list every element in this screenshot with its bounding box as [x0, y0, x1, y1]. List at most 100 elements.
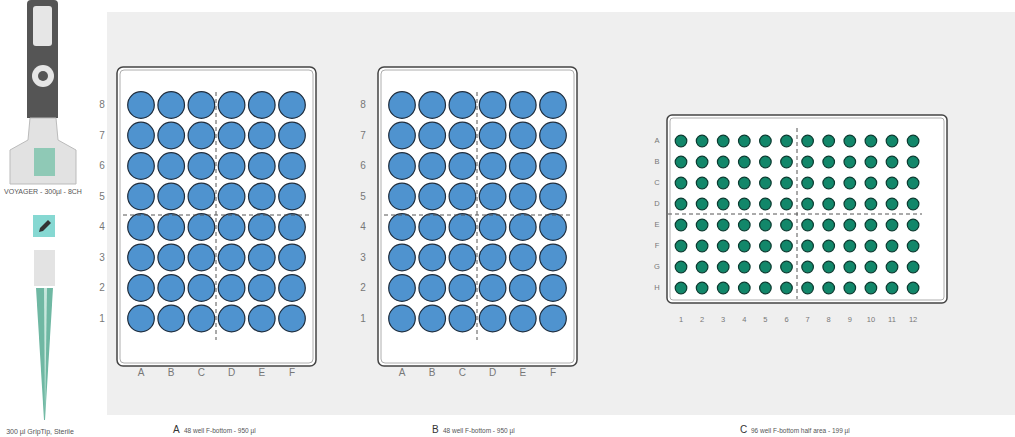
well — [823, 240, 835, 252]
tip-collar — [34, 250, 55, 286]
plate-outline — [117, 67, 316, 366]
plate-letter: B — [432, 425, 439, 435]
column-label: B — [429, 368, 436, 378]
row-label: 2 — [360, 283, 366, 293]
well — [844, 261, 856, 273]
well — [696, 135, 708, 147]
pipette-window — [34, 148, 55, 176]
well — [781, 177, 793, 189]
well — [717, 177, 729, 189]
well — [540, 183, 567, 210]
well — [218, 305, 245, 332]
plate-b — [378, 67, 577, 366]
well — [907, 219, 919, 231]
well — [389, 244, 416, 271]
well — [886, 156, 898, 168]
well — [510, 92, 537, 119]
well — [886, 261, 898, 273]
well — [419, 275, 446, 302]
well — [675, 198, 687, 210]
row-label: C — [654, 179, 659, 187]
well — [158, 183, 185, 210]
well — [739, 177, 751, 189]
well — [802, 219, 814, 231]
well — [158, 214, 185, 241]
well — [760, 135, 772, 147]
well — [510, 122, 537, 149]
well — [760, 219, 772, 231]
well — [886, 177, 898, 189]
column-label: C — [459, 368, 466, 378]
well — [540, 153, 567, 180]
column-label: F — [289, 368, 295, 378]
well — [865, 198, 877, 210]
well — [479, 183, 506, 210]
well — [128, 214, 155, 241]
column-label: A — [399, 368, 406, 378]
well — [479, 244, 506, 271]
well — [781, 240, 793, 252]
well — [389, 92, 416, 119]
plate-inner — [120, 70, 313, 363]
pipette-head — [10, 118, 76, 184]
divider — [123, 215, 310, 216]
well — [886, 135, 898, 147]
well — [279, 153, 306, 180]
well — [717, 135, 729, 147]
pipette-screen — [33, 6, 52, 46]
well — [479, 122, 506, 149]
well — [844, 198, 856, 210]
instrument-label: VOYAGER - 300µl - 8CH — [4, 188, 82, 195]
row-label: 8 — [360, 100, 366, 110]
well — [907, 177, 919, 189]
well — [158, 275, 185, 302]
well — [760, 282, 772, 294]
well — [760, 261, 772, 273]
row-label: H — [654, 284, 659, 292]
well — [823, 177, 835, 189]
row-label: 1 — [99, 314, 105, 324]
well — [248, 275, 275, 302]
well — [696, 156, 708, 168]
well — [188, 244, 215, 271]
tip-cone — [36, 288, 53, 420]
well — [248, 92, 275, 119]
row-label: A — [654, 137, 659, 145]
tip — [34, 250, 55, 420]
well — [389, 153, 416, 180]
well — [717, 240, 729, 252]
well — [823, 219, 835, 231]
well — [675, 135, 687, 147]
well — [218, 214, 245, 241]
well — [449, 122, 476, 149]
column-label: C — [198, 368, 205, 378]
well — [218, 92, 245, 119]
well — [760, 156, 772, 168]
well — [802, 261, 814, 273]
well — [218, 153, 245, 180]
well — [248, 153, 275, 180]
well — [248, 244, 275, 271]
well — [449, 183, 476, 210]
well — [802, 156, 814, 168]
pipette-body — [27, 0, 58, 118]
well — [907, 156, 919, 168]
well — [449, 275, 476, 302]
row-label: 3 — [360, 253, 366, 263]
well — [907, 282, 919, 294]
row-label: G — [654, 263, 660, 271]
well — [128, 244, 155, 271]
well — [419, 92, 446, 119]
tip-highlight — [44, 288, 47, 420]
well — [279, 275, 306, 302]
well — [739, 261, 751, 273]
row-label: B — [654, 158, 659, 166]
well — [696, 177, 708, 189]
column-label: 8 — [827, 316, 831, 324]
well — [510, 214, 537, 241]
well — [188, 183, 215, 210]
well — [188, 153, 215, 180]
tip-label: 300 µl GripTip, Sterile — [6, 428, 74, 435]
